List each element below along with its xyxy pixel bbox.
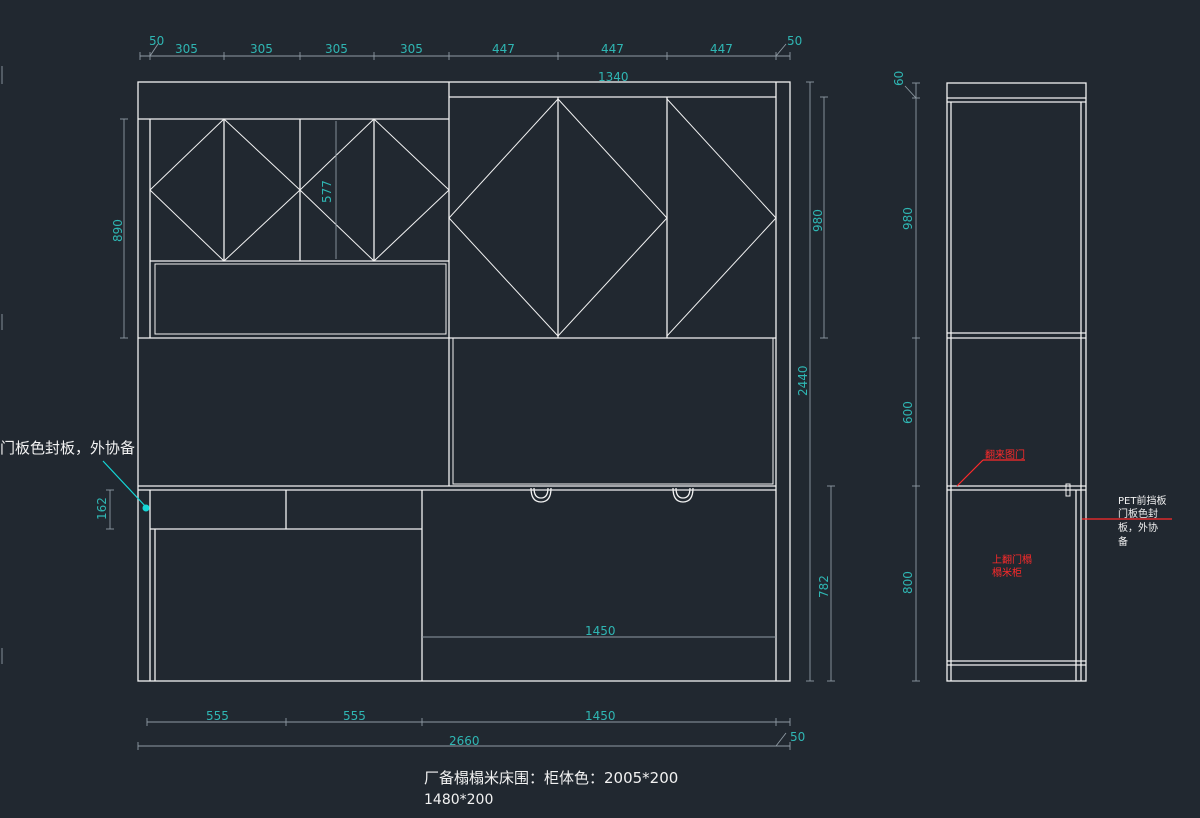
bottom-dim-1450: 1450 [585,709,616,723]
bottom-dim-50-right: 50 [790,730,805,744]
side-red-note-1: 翻来图门 [985,448,1025,461]
top-dim-447-2: 447 [601,42,624,56]
top-dim-447-1: 447 [492,42,515,56]
total-width-dim: 2660 [449,734,480,748]
caption-line-2: 1480*200 [424,792,493,808]
bed-width-dim: 1450 [585,624,616,638]
bottom-dim-555-1: 555 [206,709,229,723]
top-dim-50-left: 50 [149,34,164,48]
left-dimensions: 890 162 [1,66,128,664]
side-white-note-2: 门板色封 [1118,507,1158,520]
left-note-text: 门板色封板，外协备 [0,439,135,457]
caption: 厂备榻榻米床围：柜体色：2005*200 1480*200 [424,769,678,808]
side-white-note-3: 板，外协 [1118,521,1158,534]
inner-dim-577: 577 [320,180,334,203]
left-dim-890: 890 [111,219,125,242]
top-dim-50-right: 50 [787,34,802,48]
upper-right-width-dim: 1340 [598,70,629,84]
right-dim-782: 782 [817,575,831,598]
right-dimensions: 980 2440 782 [796,81,835,682]
left-dim-162: 162 [95,497,109,520]
bottom-dimensions: 555 555 1450 2660 50 [137,709,805,750]
caption-line-1: 厂备榻榻米床围：柜体色：2005*200 [424,769,678,787]
side-dim-600: 600 [901,401,915,424]
top-dimension-chain: 50 305 305 305 305 447 447 447 50 [139,34,802,60]
left-note: 门板色封板，外协备 [0,439,150,512]
side-white-note-4: 备 [1118,535,1128,548]
side-dim-60: 60 [892,71,906,86]
right-dim-980: 980 [811,209,825,232]
side-white-note-1: PET前挡板 [1118,494,1166,507]
right-dim-2440: 2440 [796,365,810,396]
front-elevation: 577 1340 1450 [137,70,791,682]
side-elevation: 60 980 600 800 翻来图门 上翻门榻 榻米柜 PET前挡板 门板色封… [892,71,1172,682]
bottom-dim-555-2: 555 [343,709,366,723]
top-dim-305-1: 305 [175,42,198,56]
top-dim-305-3: 305 [325,42,348,56]
top-dim-305-4: 305 [400,42,423,56]
side-dim-980: 980 [901,207,915,230]
side-red-note-2a: 上翻门榻 [992,553,1032,566]
side-dim-800: 800 [901,571,915,594]
top-dim-305-2: 305 [250,42,273,56]
side-red-note-2b: 榻米柜 [992,566,1022,579]
top-dim-447-3: 447 [710,42,733,56]
